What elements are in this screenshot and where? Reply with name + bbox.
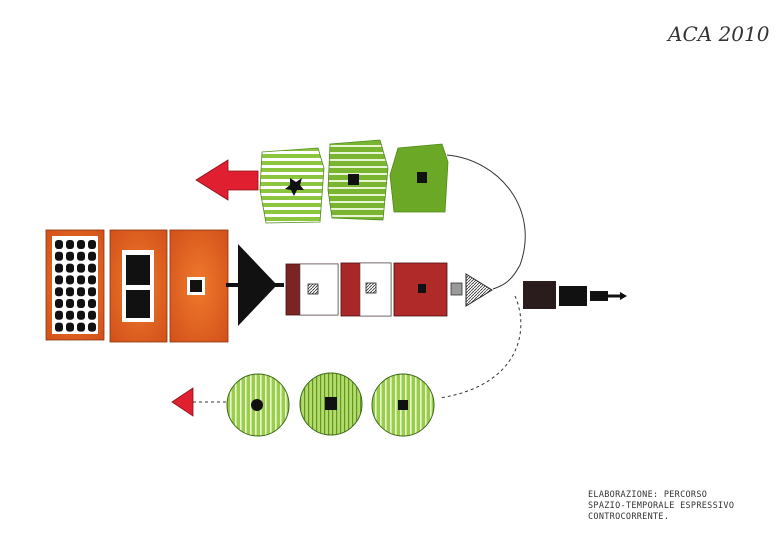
- black-square-mark: [325, 397, 337, 410]
- black-dot-mark: [251, 399, 263, 411]
- hatched-square-mark: [307, 283, 319, 295]
- black-dot-grid: [55, 240, 96, 332]
- black-dot: [77, 287, 85, 297]
- black-dot: [77, 251, 85, 261]
- black-dot: [66, 287, 74, 297]
- red-arrowhead-left-bottom: [171, 387, 194, 417]
- black-dot: [88, 299, 96, 308]
- gray-hatched-triangle: [465, 273, 493, 307]
- black-dot: [77, 275, 85, 285]
- black-block-large: [523, 281, 556, 309]
- black-dot: [66, 251, 74, 261]
- black-dot: [66, 299, 74, 308]
- black-block-small: [590, 291, 608, 301]
- black-dot: [88, 263, 96, 273]
- black-dot: [55, 240, 63, 249]
- black-dot: [88, 322, 96, 332]
- black-dot: [88, 251, 96, 261]
- black-window-pane-bottom: [126, 290, 150, 318]
- black-dot: [55, 322, 63, 332]
- black-dot: [55, 310, 63, 320]
- black-dot: [88, 240, 96, 249]
- black-arrow-right: [608, 292, 627, 300]
- black-square-mark: [398, 400, 408, 410]
- black-dot: [55, 263, 63, 273]
- black-dot: [55, 275, 63, 285]
- black-dot: [77, 263, 85, 273]
- black-dot: [66, 263, 74, 273]
- black-dot: [77, 240, 85, 249]
- black-square-mark: [418, 284, 426, 293]
- black-dot: [55, 251, 63, 261]
- black-dot: [55, 299, 63, 308]
- caption-line-1: ELABORAZIONE: PERCORSO: [588, 490, 707, 500]
- black-dot: [88, 275, 96, 285]
- black-dot: [66, 240, 74, 249]
- black-dot: [77, 322, 85, 332]
- black-dot: [77, 310, 85, 320]
- black-star-mark: [285, 178, 304, 196]
- red-arrow-left-top: [195, 159, 259, 201]
- black-dot: [66, 275, 74, 285]
- white-panel: [299, 263, 339, 316]
- black-dot: [66, 322, 74, 332]
- connector-lower-dashed-curve: [439, 295, 522, 399]
- gray-hatched-small-square: [450, 282, 463, 296]
- black-block-medium: [559, 286, 587, 306]
- caption-line-3: CONTROCORRENTE.: [588, 512, 669, 522]
- black-dot: [77, 299, 85, 308]
- black-square-mark: [190, 280, 202, 292]
- black-square-mark: [417, 172, 427, 183]
- caption-line-2: SPAZIO-TEMPORALE ESPRESSIVO: [588, 501, 734, 511]
- black-dot: [66, 310, 74, 320]
- black-dot: [88, 287, 96, 297]
- black-square-mark: [348, 174, 359, 185]
- black-window-pane-top: [126, 255, 150, 285]
- signature: ACA 2010: [666, 22, 770, 46]
- hatched-square-mark: [365, 282, 377, 294]
- black-connecting-bar: [226, 283, 284, 287]
- black-dot: [88, 310, 96, 320]
- black-dot: [55, 287, 63, 297]
- connector-upper-curve: [446, 154, 526, 290]
